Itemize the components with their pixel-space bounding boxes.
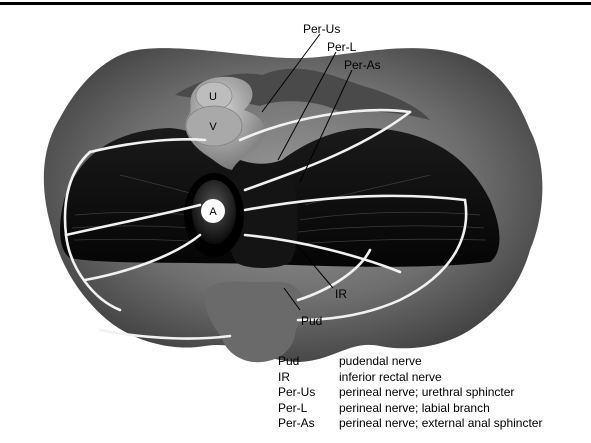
ir-label: IR <box>335 287 347 301</box>
legend-row-pud: Pud pudendal nerve <box>278 354 542 370</box>
legend-desc: perineal nerve; external anal sphincter <box>339 416 542 432</box>
vagina-label: V <box>209 121 217 133</box>
legend-desc: pudendal nerve <box>339 354 422 370</box>
legend-desc: inferior rectal nerve <box>339 370 442 386</box>
pud-label: Pud <box>301 314 322 328</box>
legend-desc: perineal nerve; urethral sphincter <box>339 385 514 401</box>
legend-abbr: Per-Us <box>278 385 339 401</box>
legend-desc: perineal nerve; labial branch <box>339 401 490 417</box>
legend: Pud pudendal nerve IR inferior rectal ne… <box>278 354 542 432</box>
per-us-label: Per-Us <box>303 22 340 36</box>
urethra-label: U <box>209 91 217 103</box>
legend-abbr: IR <box>278 370 339 386</box>
legend-row-per-l: Per-L perineal nerve; labial branch <box>278 401 542 417</box>
legend-row-per-as: Per-As perineal nerve; external anal sph… <box>278 416 542 432</box>
per-as-label: Per-As <box>344 58 381 72</box>
legend-abbr: Per-L <box>278 401 339 417</box>
legend-abbr: Pud <box>278 354 339 370</box>
legend-abbr: Per-As <box>278 416 339 432</box>
anus-label: A <box>209 206 217 218</box>
per-l-label: Per-L <box>327 40 357 54</box>
legend-row-per-us: Per-Us perineal nerve; urethral sphincte… <box>278 385 542 401</box>
legend-row-ir: IR inferior rectal nerve <box>278 370 542 386</box>
